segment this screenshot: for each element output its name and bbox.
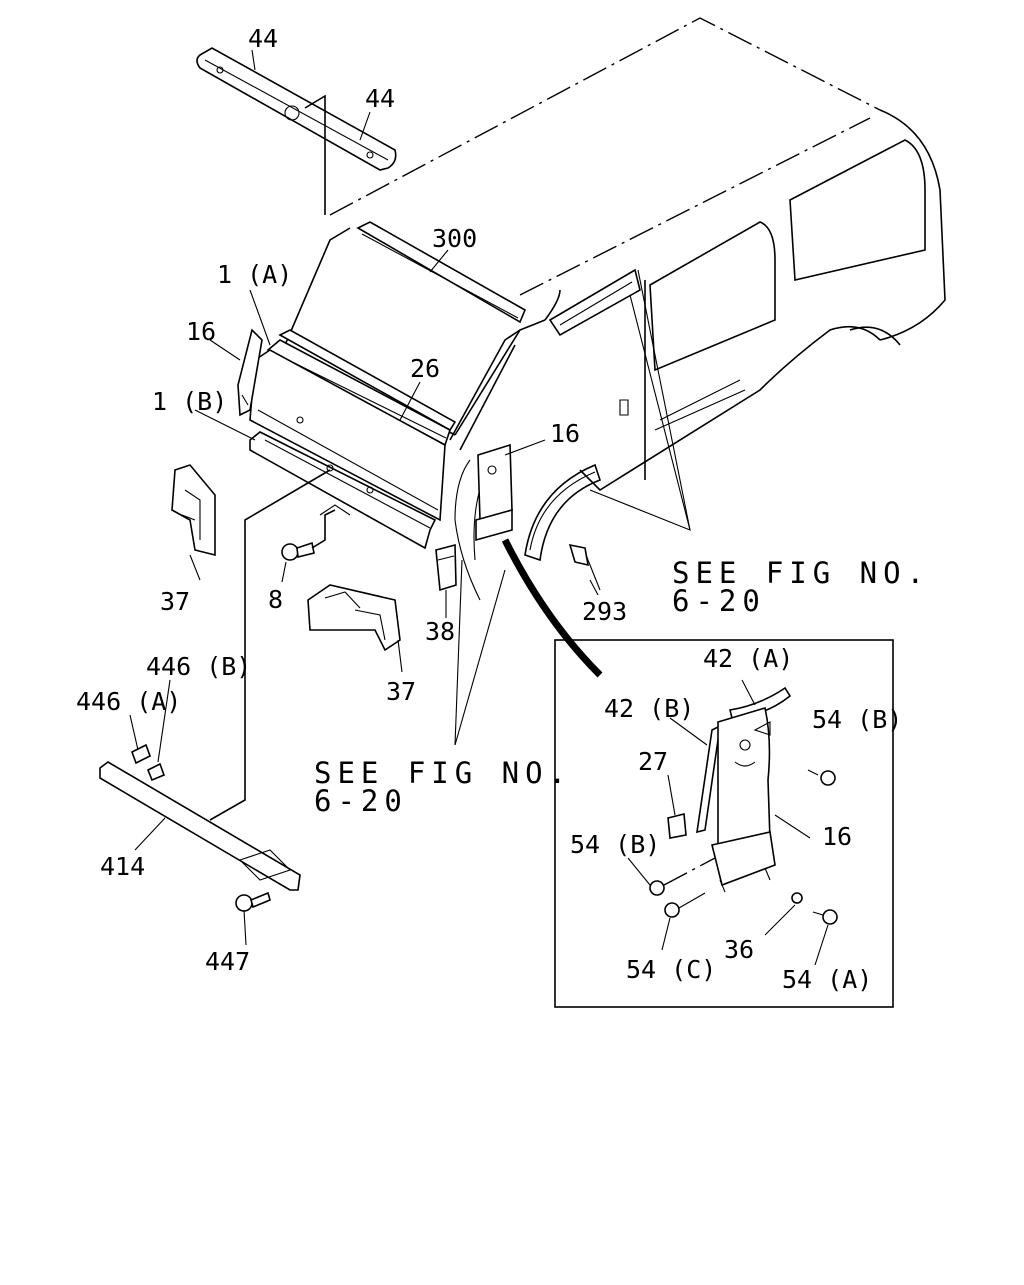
see-fig-center-line2: 6-20 bbox=[314, 784, 408, 818]
bracket-38 bbox=[435, 543, 457, 592]
label-38: 38 bbox=[425, 617, 455, 646]
hatch-panels bbox=[249, 329, 457, 550]
label-447: 447 bbox=[205, 947, 250, 976]
label-44-top: 44 bbox=[248, 24, 278, 53]
inset-label-27: 27 bbox=[638, 747, 668, 776]
side-trim-16-left bbox=[237, 328, 263, 417]
see-fig-references: SEE FIG NO. 6-20 SEE FIG NO. 6-20 bbox=[314, 556, 930, 818]
label-446a: 446 (A) bbox=[76, 687, 181, 716]
inset-label-54b-left: 54 (B) bbox=[570, 830, 660, 859]
bracket-37-right bbox=[307, 584, 401, 652]
label-44-right: 44 bbox=[365, 84, 395, 113]
inset-label-42b: 42 (B) bbox=[604, 694, 694, 723]
label-414: 414 bbox=[100, 852, 145, 881]
inset-label-54a: 54 (A) bbox=[782, 965, 872, 994]
label-300: 300 bbox=[432, 224, 477, 253]
inset-label-54b-top: 54 (B) bbox=[812, 705, 902, 734]
detail-inset bbox=[501, 538, 894, 1008]
label-8: 8 bbox=[268, 585, 283, 614]
clip-293 bbox=[568, 543, 601, 591]
weatherstrip-300 bbox=[356, 221, 527, 324]
see-fig-center-line1: SEE FIG NO. bbox=[314, 756, 572, 790]
inset-screws bbox=[649, 769, 838, 925]
label-293: 293 bbox=[582, 597, 627, 626]
inset-labels: 42 (A) 42 (B) 54 (B) 27 16 54 (B) 36 54 … bbox=[570, 644, 902, 994]
leader-lines bbox=[129, 49, 829, 966]
inset-label-36: 36 bbox=[724, 935, 754, 964]
clip-8 bbox=[281, 509, 336, 561]
spoiler-garnish bbox=[196, 47, 397, 215]
pillar-trim-16-right bbox=[475, 443, 513, 542]
label-37-right: 37 bbox=[386, 677, 416, 706]
label-446b: 446 (B) bbox=[146, 652, 251, 681]
screw-447 bbox=[235, 891, 271, 912]
bracket-37-left bbox=[171, 464, 216, 557]
part-labels: 44 44 300 1 (A) 16 26 1 (B) 16 37 8 37 3… bbox=[76, 24, 627, 976]
see-fig-right-line2: 6-20 bbox=[672, 584, 766, 618]
step-pad-414 bbox=[99, 469, 331, 891]
fastener-446 bbox=[131, 743, 166, 782]
label-37-left: 37 bbox=[160, 587, 190, 616]
inset-label-54c: 54 (C) bbox=[626, 955, 716, 984]
inset-label-42a: 42 (A) bbox=[703, 644, 793, 673]
label-1a: 1 (A) bbox=[217, 260, 292, 289]
see-fig-right-line1: SEE FIG NO. bbox=[672, 556, 930, 590]
inset-label-16: 16 bbox=[822, 822, 852, 851]
label-16-right: 16 bbox=[550, 419, 580, 448]
label-1b: 1 (B) bbox=[152, 387, 227, 416]
label-26: 26 bbox=[410, 354, 440, 383]
label-16-left: 16 bbox=[186, 317, 216, 346]
